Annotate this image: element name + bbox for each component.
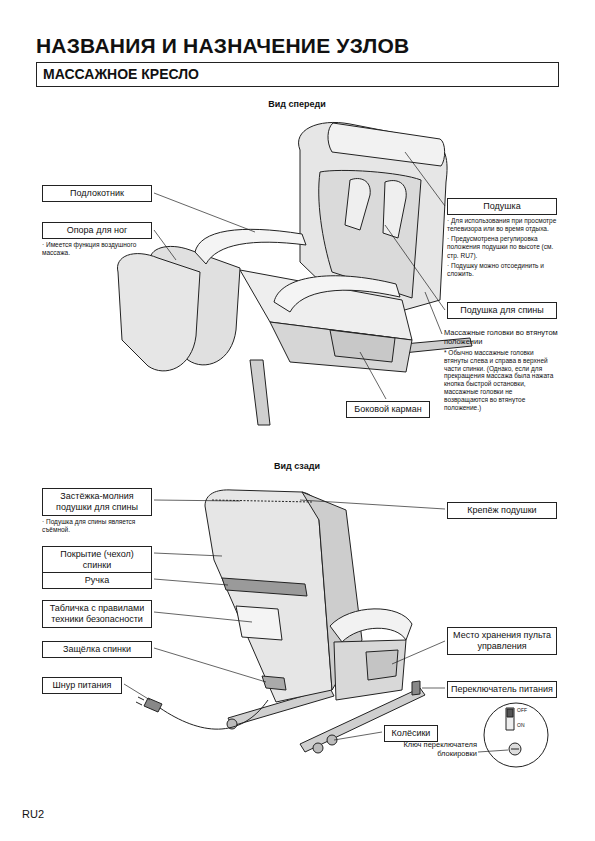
part-label-box: Шнур питания bbox=[42, 677, 122, 694]
page-title: НАЗВАНИЯ И НАЗНАЧЕНИЕ УЗЛОВ bbox=[36, 34, 409, 58]
plug bbox=[144, 698, 162, 712]
part-name: Защёлка спинки bbox=[42, 641, 152, 658]
base-rail bbox=[250, 360, 270, 425]
part-label-box: Колёсики bbox=[384, 725, 438, 742]
part-label-box: Подлокотник bbox=[42, 185, 152, 202]
view-heading: Вид спереди bbox=[197, 99, 397, 110]
part-note: · Имеется функция воздушного массажа. bbox=[42, 241, 152, 257]
part-label-box: Защёлка спинки bbox=[42, 641, 152, 658]
part-label-box: Опора для ног · Имеется функция воздушног… bbox=[42, 222, 152, 257]
armrest bbox=[195, 229, 306, 264]
leader-line bbox=[300, 500, 445, 509]
part-name: Ключ переключателя блокировки bbox=[382, 740, 477, 758]
page-number: RU2 bbox=[22, 808, 62, 821]
leader-line bbox=[154, 612, 252, 622]
leader-line bbox=[360, 352, 386, 399]
chair-back-cover bbox=[205, 490, 332, 702]
wheel bbox=[313, 743, 323, 753]
switch-symbol bbox=[506, 708, 514, 730]
part-name: Массажные головки во втянутом положении bbox=[444, 328, 558, 346]
headrest bbox=[328, 123, 445, 166]
leader-line bbox=[334, 732, 382, 740]
part-name: Табличка с правилами техники безопасност… bbox=[42, 600, 152, 628]
part-name: Опора для ног bbox=[42, 222, 152, 239]
part-label-box: Покрытие (чехол) спинки bbox=[42, 546, 152, 574]
part-label-box: Застёжка-молния подушки для спины · Подуш… bbox=[42, 488, 152, 534]
back-latch bbox=[262, 676, 286, 690]
leader-line bbox=[124, 684, 150, 700]
massage-head bbox=[345, 179, 370, 230]
leader-line bbox=[392, 641, 445, 664]
part-note: · Предусмотрена регулировка положения по… bbox=[447, 235, 557, 259]
massage-head bbox=[383, 181, 406, 238]
part-note: · Для использования при просмотре телеви… bbox=[447, 217, 557, 233]
seat-side bbox=[270, 322, 412, 372]
leader-line bbox=[154, 230, 176, 260]
remote-pocket bbox=[366, 650, 398, 680]
part-label-box: Табличка с правилами техники безопасност… bbox=[42, 600, 152, 628]
switch-marking: OFF bbox=[517, 707, 537, 713]
part-name: Подушка для спины bbox=[447, 302, 557, 319]
leader-line bbox=[405, 152, 445, 206]
part-name: Ручка bbox=[42, 572, 152, 589]
switch-lever bbox=[507, 709, 513, 717]
part-label-box: Место хранения пульта управления bbox=[447, 627, 557, 655]
handle bbox=[222, 578, 307, 596]
part-name: Боковой карман bbox=[346, 401, 430, 418]
leader-line bbox=[154, 579, 228, 585]
lock-key bbox=[509, 743, 521, 755]
part-label-box: Крепёж подушки bbox=[447, 502, 557, 519]
part-note: * Обычно массажные головки втянуты слева… bbox=[444, 349, 558, 411]
section-heading: МАССАЖНОЕ КРЕСЛО bbox=[36, 62, 559, 87]
part-label-box: Переключатель питания bbox=[447, 681, 557, 698]
leader-line bbox=[422, 688, 445, 689]
part-name: Место хранения пульта управления bbox=[447, 627, 557, 655]
part-name: Покрытие (чехол) спинки bbox=[42, 546, 152, 574]
part-name: Застёжка-молния подушки для спины bbox=[42, 488, 152, 516]
view-heading: Вид сзади bbox=[197, 461, 397, 472]
leader-line bbox=[154, 193, 255, 232]
part-name: Крепёж подушки bbox=[447, 502, 557, 519]
part-label-box: Подушка для спины bbox=[447, 302, 557, 319]
plug-pin bbox=[136, 697, 144, 705]
inset-circle bbox=[484, 703, 548, 767]
leader-line bbox=[478, 750, 508, 752]
part-note: · Подушку можно отсоединить и сложить. bbox=[447, 262, 557, 278]
lock-key-slot bbox=[511, 749, 519, 750]
leader-line bbox=[425, 292, 442, 334]
power-cord bbox=[160, 700, 268, 729]
part-name: Подушка bbox=[447, 198, 557, 215]
seat-side bbox=[334, 640, 406, 700]
part-label-box: Подушка · Для использования при просмотре… bbox=[447, 198, 557, 278]
part-note: · Подушка для спины является съёмной. bbox=[42, 518, 152, 534]
armrest bbox=[274, 276, 400, 312]
section-heading-box: МАССАЖНОЕ КРЕСЛО bbox=[36, 62, 559, 87]
part-name: Переключатель питания bbox=[447, 681, 557, 698]
leg-rest bbox=[117, 254, 200, 371]
part-name: Шнур питания bbox=[42, 677, 122, 694]
leader-line bbox=[385, 225, 445, 310]
leader-line bbox=[154, 648, 266, 682]
part-label-box: Боковой карман bbox=[346, 401, 430, 418]
switch-marking: ON bbox=[517, 722, 537, 728]
armrest bbox=[330, 609, 412, 642]
safety-plate bbox=[236, 606, 282, 640]
part-label-box: Ручка bbox=[42, 572, 152, 589]
leader-line bbox=[154, 500, 240, 501]
part-name: Подлокотник bbox=[42, 185, 152, 202]
part-name: Колёсики bbox=[384, 725, 438, 742]
leader-line bbox=[154, 553, 222, 556]
power-switch bbox=[412, 681, 420, 695]
